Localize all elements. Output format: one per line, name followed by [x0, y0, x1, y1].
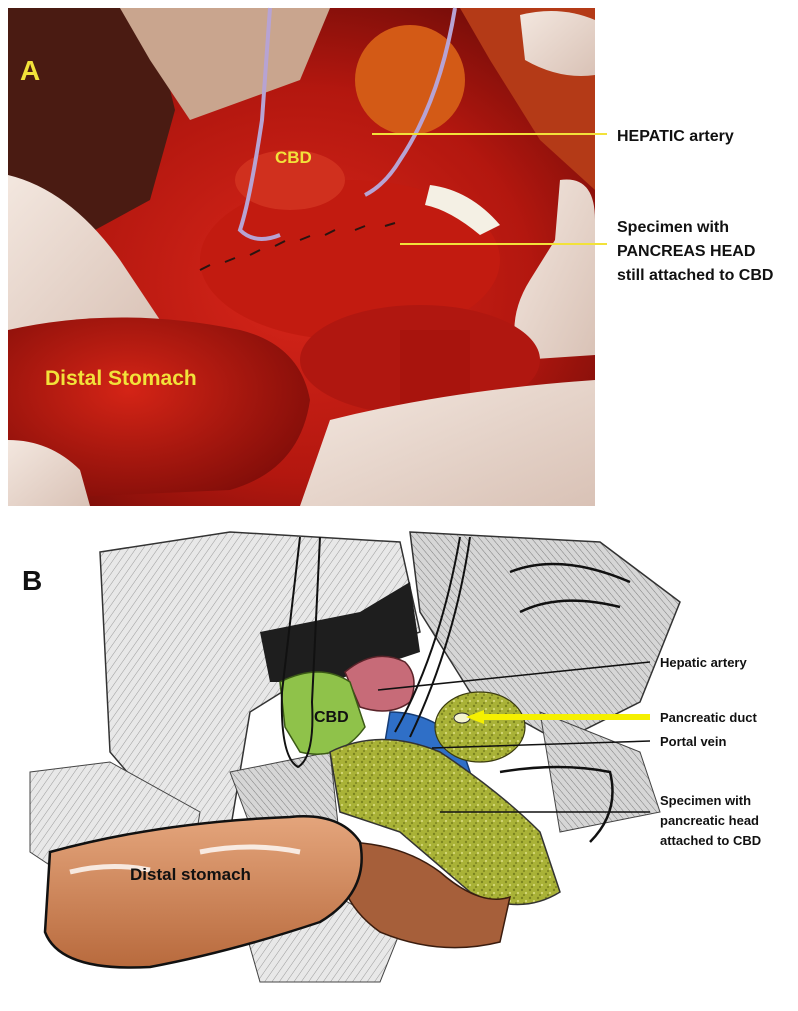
stomach-highlight-2 [199, 844, 301, 855]
glove-lower-left [8, 440, 90, 506]
label-specimen-b-line-3: attached to CBD [660, 833, 761, 848]
label-cbd-b: CBD [314, 709, 349, 726]
stomach-highlight-1 [69, 863, 151, 875]
distal-stomach-tissue [8, 317, 310, 500]
label-specimen-line-1: Specimen with [617, 219, 729, 236]
label-cbd: CBD [275, 148, 312, 167]
right-hand-outline [499, 765, 614, 843]
duodenum-illustration [339, 841, 512, 949]
white-sponge [425, 185, 500, 235]
surgical-photo-svg: A CBD Distal Stomach HEPATIC artery Spec… [8, 7, 773, 506]
label-distal-stomach-b: Distal stomach [130, 865, 251, 884]
pancreatic-duct-region [434, 691, 526, 763]
retractor-hand-outline [509, 562, 631, 614]
glove-right-hand [514, 179, 595, 360]
suture-line [199, 222, 396, 271]
retracted-liver [8, 8, 175, 230]
upper-right-organ [409, 531, 681, 743]
illustration-svg: B CBD Distal stomach Hepatic artery Panc… [22, 531, 761, 983]
hepatic-artery-leader-b [377, 661, 651, 691]
surgical-drape [300, 380, 595, 506]
cbd-illustration [279, 671, 366, 755]
right-hatched-tissue [539, 711, 661, 833]
retractor-blade [120, 8, 330, 120]
label-specimen-line-3: still attached to CBD [617, 267, 773, 284]
label-hepatic-artery: HEPATIC artery [617, 128, 734, 145]
glove-left-hand [8, 175, 160, 340]
label-pancreatic-duct: Pancreatic duct [660, 710, 757, 725]
label-specimen-b-line-1: Specimen with [660, 793, 751, 808]
cbd-structure [235, 150, 345, 210]
label-portal-vein: Portal vein [660, 734, 727, 749]
catheter-loop-right [394, 536, 471, 738]
pancreatic-duct-opening [453, 712, 471, 724]
portal-vein-leader [431, 740, 651, 749]
bowel-fold [400, 330, 470, 410]
panel-a-surgical-photo: A CBD Distal Stomach HEPATIC artery Spec… [8, 7, 773, 506]
panel-b-letter: B [22, 565, 42, 596]
label-specimen-line-2: PANCREAS HEAD [617, 243, 755, 260]
pancreatic-duct-arrowhead [466, 710, 484, 724]
label-hepatic-artery-b: Hepatic artery [660, 655, 747, 670]
catheter-tube-left [237, 7, 281, 241]
panel-a-letter: A [20, 55, 40, 86]
distal-stomach-illustration [43, 815, 363, 969]
hepatic-artery-illustration [344, 655, 415, 712]
panel-b-illustration: B CBD Distal stomach Hepatic artery Panc… [0, 512, 798, 1011]
label-specimen-b-line-2: pancreatic head [660, 813, 759, 828]
label-distal-stomach: Distal Stomach [45, 367, 197, 390]
yellow-orange-structure [355, 25, 465, 135]
catheter-tube-right [364, 7, 457, 197]
catheter-loop-left [280, 536, 321, 769]
specimen-mass [200, 180, 500, 340]
glove-upper-right [520, 11, 595, 76]
